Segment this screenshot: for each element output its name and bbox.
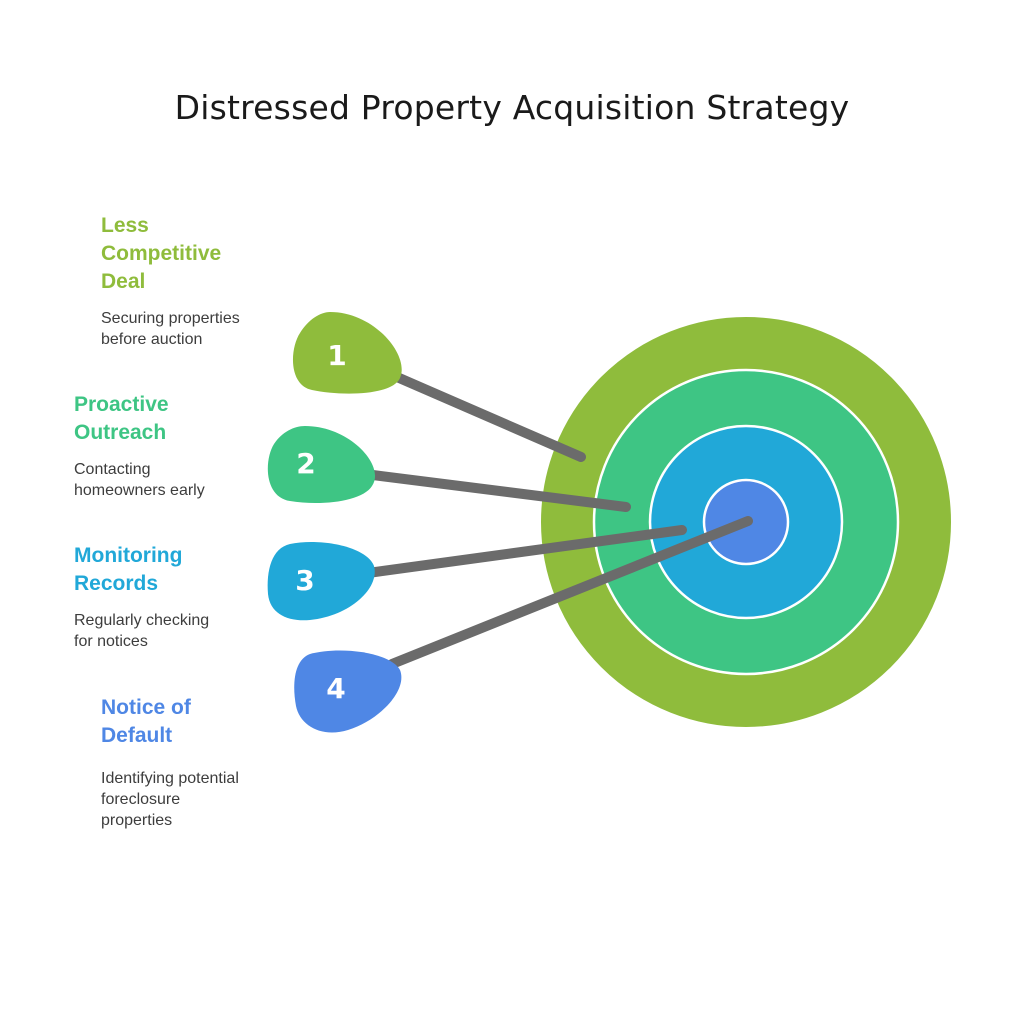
marker-1: 1 [292,312,402,394]
marker-4-number: 4 [326,672,345,705]
marker-4: 4 [294,650,402,733]
arrow-4 [387,516,753,669]
marker-2-shape [267,426,376,504]
step-2-heading: Proactive Outreach [74,393,169,444]
diagram-title: Distressed Property Acquisition Strategy [174,88,850,127]
step-2-label: Proactive Outreach Contacting homeowners… [74,391,274,501]
arrow-3 [363,525,687,578]
marker-3-shape [267,542,375,621]
step-1-label: Less Competitive Deal Securing propertie… [101,212,301,350]
marker-2-number: 2 [296,447,315,480]
marker-2: 2 [267,426,376,504]
marker-1-shape [292,312,402,394]
step-1-description: Securing properties before auction [101,310,240,348]
marker-1-number: 1 [327,339,346,372]
step-3-heading: Monitoring Records [74,544,183,595]
arrow-2 [360,469,631,512]
step-3-description: Regularly checking for notices [74,612,210,650]
marker-4-shape [294,650,402,733]
arrow-1 [385,369,586,462]
step-4-description: Identifying potential foreclosure proper… [101,770,239,829]
step-4-label: Notice of Default Identifying potential … [101,694,301,831]
step-4-heading: Notice of Default [101,696,191,747]
marker-3: 3 [267,542,375,621]
step-1-heading: Less Competitive Deal [101,214,222,293]
step-2-description: Contacting homeowners early [74,461,205,499]
marker-3-number: 3 [295,564,314,597]
step-3-label: Monitoring Records Regularly checking fo… [74,542,274,652]
arrows [360,369,753,669]
